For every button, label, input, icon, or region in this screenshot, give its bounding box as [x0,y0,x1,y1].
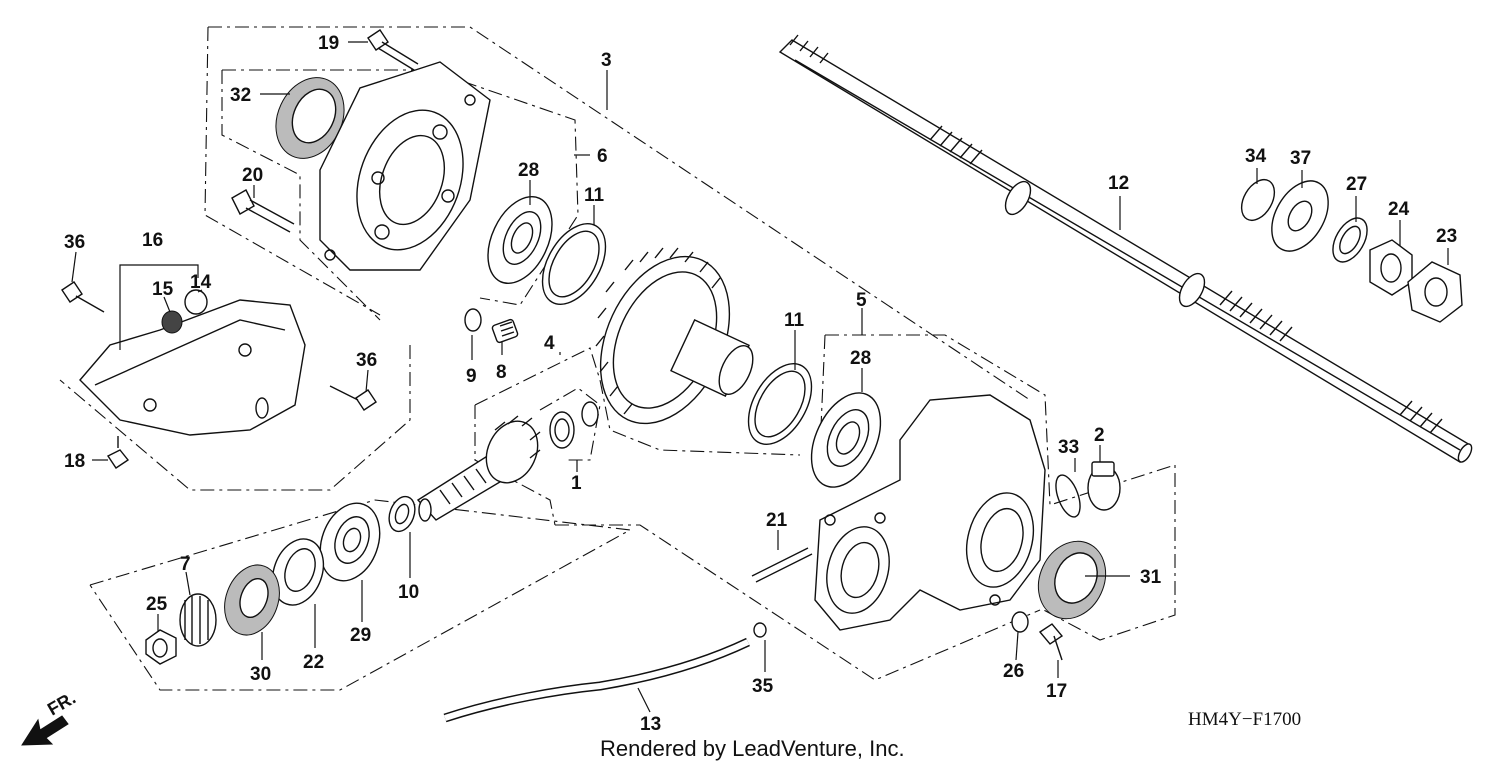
callout-20: 20 [242,165,263,186]
callouts: 19 32 3 6 28 11 20 36 16 15 14 36 18 9 8… [64,33,1457,735]
callout-32: 32 [230,85,251,106]
washer-9 [464,308,482,332]
callout-27: 27 [1346,174,1367,195]
render-credit: Rendered by LeadVenture, Inc. [600,736,905,761]
callout-3: 3 [601,50,612,71]
callout-1: 1 [571,473,582,494]
final-gear-case-5 [814,394,1046,631]
callout-23: 23 [1436,226,1457,247]
needle-bearing-1 [549,401,599,449]
callout-33: 33 [1058,437,1079,458]
bearing-holder-6 [319,61,491,271]
group-outline-16 [59,345,411,491]
bearing-29 [319,502,381,582]
callout-29: 29 [350,625,371,646]
callout-14: 14 [190,272,212,293]
filler-cap-2 [1087,461,1121,511]
callout-37: 37 [1290,148,1311,169]
callout-5: 5 [856,290,867,311]
nut-23 [1407,261,1463,323]
front-arrow-label: FR. [44,688,79,720]
callout-16: 16 [142,230,163,251]
shim-11-upper [541,223,607,305]
oil-seal-30 [224,564,280,636]
callout-28-upper: 28 [518,160,539,181]
stud-21 [751,547,813,583]
front-arrow: FR. [21,688,79,746]
callout-11-lower: 11 [784,310,805,331]
callout-17: 17 [1046,681,1067,702]
callout-10: 10 [398,582,419,603]
callout-11-upper: 11 [584,185,605,206]
group-outline-4 [474,347,801,526]
callout-4: 4 [544,333,555,354]
callout-13: 13 [640,714,661,735]
callout-18: 18 [64,451,85,472]
grommet-15 [161,310,183,334]
ring-gear [595,247,754,425]
callout-22: 22 [303,652,324,673]
callout-36-right: 36 [356,350,377,371]
bearing-28-lower [810,392,882,488]
bolt-17 [1038,623,1064,661]
drawing-code: HM4Y−F1700 [1188,709,1301,730]
clip-35 [753,622,767,638]
part-22 [271,538,325,606]
group-outline-6 [221,69,579,321]
callout-12: 12 [1108,173,1129,194]
nut-25 [145,629,177,665]
callout-9: 9 [466,366,477,387]
washer-27 [1332,217,1368,263]
callout-36-left: 36 [64,232,85,253]
bearing-28-upper [487,195,553,285]
oil-seal-32 [275,77,345,159]
callout-21: 21 [766,510,788,531]
washer-33 [1055,474,1081,518]
bolt-20 [231,189,295,233]
nut-24 [1369,239,1413,296]
circlip-34 [1240,179,1276,221]
shim-11-lower [747,363,813,445]
washer-37 [1271,180,1329,252]
group-outline-3 [204,26,1031,401]
callout-8: 8 [496,362,507,383]
callout-25: 25 [146,594,168,615]
callout-28-lower: 28 [850,348,871,369]
callout-35: 35 [752,676,774,697]
collar-7 [179,593,217,647]
bolt-19 [367,29,419,71]
cover-16 [79,299,306,436]
leader-lines [71,41,1449,713]
pinion-gear-4 [416,415,541,522]
oil-seal-31 [1037,540,1107,620]
callout-31: 31 [1140,567,1162,588]
callout-34: 34 [1245,146,1267,167]
washer-26 [1011,611,1029,633]
breather-tube-13 [443,637,750,723]
callout-15: 15 [152,279,174,300]
rear-axle-shaft [778,34,1473,463]
callout-30: 30 [250,664,271,685]
callout-19: 19 [318,33,339,54]
callout-26: 26 [1003,661,1024,682]
bolt-36-right [329,385,377,411]
callout-6: 6 [597,146,608,167]
plug-8 [491,318,519,344]
callout-7: 7 [180,554,191,575]
group-outline-pinion [89,499,1041,691]
group-outline-1 [539,387,601,461]
callout-24: 24 [1388,199,1410,220]
shim-10 [388,495,416,533]
bolt-36-left [61,281,105,313]
grommet-14 [184,289,208,315]
bolt-18 [106,436,130,469]
callout-2: 2 [1094,425,1105,446]
